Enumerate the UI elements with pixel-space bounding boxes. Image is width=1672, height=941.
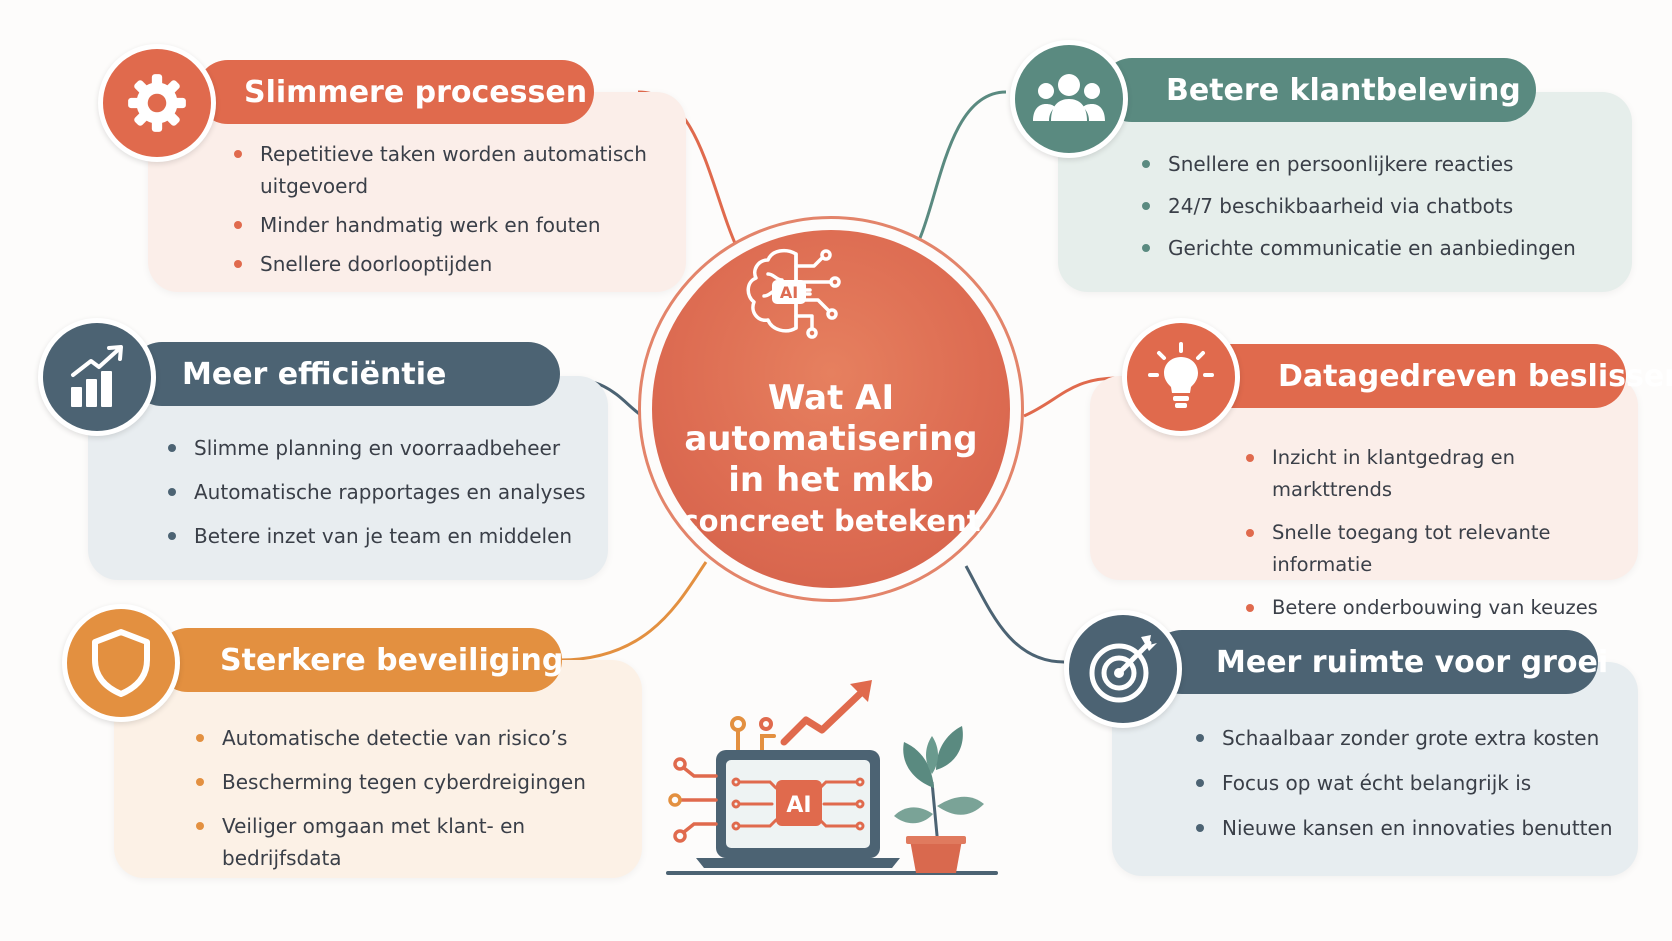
- center-title: Wat AI automatisering in het mkb concree…: [652, 378, 1010, 542]
- users-icon: [1033, 74, 1105, 121]
- branch-title: Datagedreven beslissen: [1278, 358, 1672, 394]
- center-title-line: automatisering: [684, 419, 978, 459]
- lightbulb-icon: [1148, 342, 1214, 408]
- list-item: Snellere en persoonlijkere reacties: [1140, 148, 1610, 180]
- card-meer-efficientie: Slimme planning en voorraadbeheer Automa…: [88, 376, 608, 580]
- growth-arrow-icon: [780, 686, 868, 746]
- branch-title: Meer efficiëntie: [182, 356, 447, 392]
- card-sterkere-beveiliging: Automatische detectie van risico’s Besch…: [114, 660, 642, 878]
- branch-title: Meer ruimte voor groei: [1216, 644, 1609, 680]
- pill-slimmere-processen: Slimmere processen: [196, 60, 594, 124]
- list-item: Snellere doorlooptijden: [232, 248, 652, 280]
- branch-title: Betere klantbeleving: [1166, 72, 1521, 108]
- list-item: Slimme planning en voorraadbeheer: [166, 432, 596, 464]
- pill-datagedreven-beslissen: Datagedreven beslissen: [1190, 344, 1672, 408]
- list-item: Betere onderbouwing van keuzes: [1244, 592, 1634, 624]
- card-meer-ruimte-voor-groei: Schaalbaar zonder grote extra kosten Foc…: [1112, 662, 1638, 876]
- laptop-ai-label: AI: [786, 793, 811, 818]
- connector-betere-klantbeleving: [918, 90, 1007, 239]
- bar-chart-icon: [71, 345, 123, 407]
- list-item: Minder handmatig werk en fouten: [232, 209, 652, 241]
- center-hub: AI Wat AI automatisering in het mkb conc…: [652, 230, 1010, 588]
- badge-sterkere-beveiliging: [62, 604, 180, 722]
- card-betere-klantbeleving: Snellere en persoonlijkere reacties 24/7…: [1058, 92, 1632, 292]
- list-item: Gerichte communicatie en aanbiedingen: [1140, 232, 1610, 264]
- list-item: Focus op wat écht belangrijk is: [1194, 767, 1630, 799]
- pill-meer-efficientie: Meer efficiëntie: [130, 342, 560, 406]
- badge-meer-ruimte-voor-groei: [1064, 610, 1182, 728]
- brain-circuit-icon: AI: [746, 248, 841, 339]
- center-icon-label: AI: [780, 283, 798, 302]
- list-item: Nieuwe kansen en innovaties benutten: [1194, 812, 1630, 844]
- card-datagedreven-beslissen: Inzicht in klantgedrag en markttrends Sn…: [1090, 376, 1638, 619]
- list-item: Repetitieve taken worden automatisch uit…: [232, 138, 652, 202]
- list-item: Betere inzet van je team en middelen: [166, 520, 596, 552]
- connector-meer-ruimte: [964, 565, 1065, 664]
- badge-slimmere-processen: [98, 44, 216, 162]
- list-item: Bescherming tegen cyberdreigingen: [194, 766, 634, 798]
- center-title-line: Wat AI: [767, 378, 895, 418]
- list-item: Veiliger omgaan met klant- en bedrijfsda…: [194, 810, 634, 874]
- branch-title: Slimmere processen: [244, 74, 588, 110]
- pill-sterkere-beveiliging: Sterkere beveiliging: [156, 628, 564, 692]
- badge-betere-klantbeleving: [1010, 40, 1128, 158]
- center-subtitle: concreet betekent: [681, 504, 981, 538]
- branch-title: Sterkere beveiliging: [220, 642, 564, 678]
- target-icon: [1089, 635, 1157, 703]
- connector-datagedreven: [1023, 376, 1119, 418]
- list-item: Automatische detectie van risico’s: [194, 722, 634, 754]
- connector-sterkere-beveiliging: [559, 561, 708, 662]
- plant-icon: [894, 726, 984, 873]
- center-title-line: in het mkb: [728, 460, 934, 500]
- badge-datagedreven-beslissen: [1122, 318, 1240, 436]
- pill-meer-ruimte-voor-groei: Meer ruimte voor groei: [1150, 630, 1608, 694]
- pill-betere-klantbeleving: Betere klantbeleving: [1100, 58, 1536, 122]
- gear-icon: [128, 74, 186, 132]
- ai-laptop-illustration: AI: [666, 680, 998, 875]
- shield-icon: [92, 629, 150, 697]
- list-item: 24/7 beschikbaarheid via chatbots: [1140, 190, 1610, 222]
- list-item: Snelle toegang tot relevante informatie: [1244, 517, 1634, 581]
- list-item: Inzicht in klantgedrag en markttrends: [1244, 442, 1634, 506]
- badge-meer-efficientie: [38, 318, 156, 436]
- card-slimmere-processen: Repetitieve taken worden automatisch uit…: [148, 92, 686, 292]
- list-item: Schaalbaar zonder grote extra kosten: [1194, 722, 1630, 754]
- list-item: Automatische rapportages en analyses: [166, 476, 596, 508]
